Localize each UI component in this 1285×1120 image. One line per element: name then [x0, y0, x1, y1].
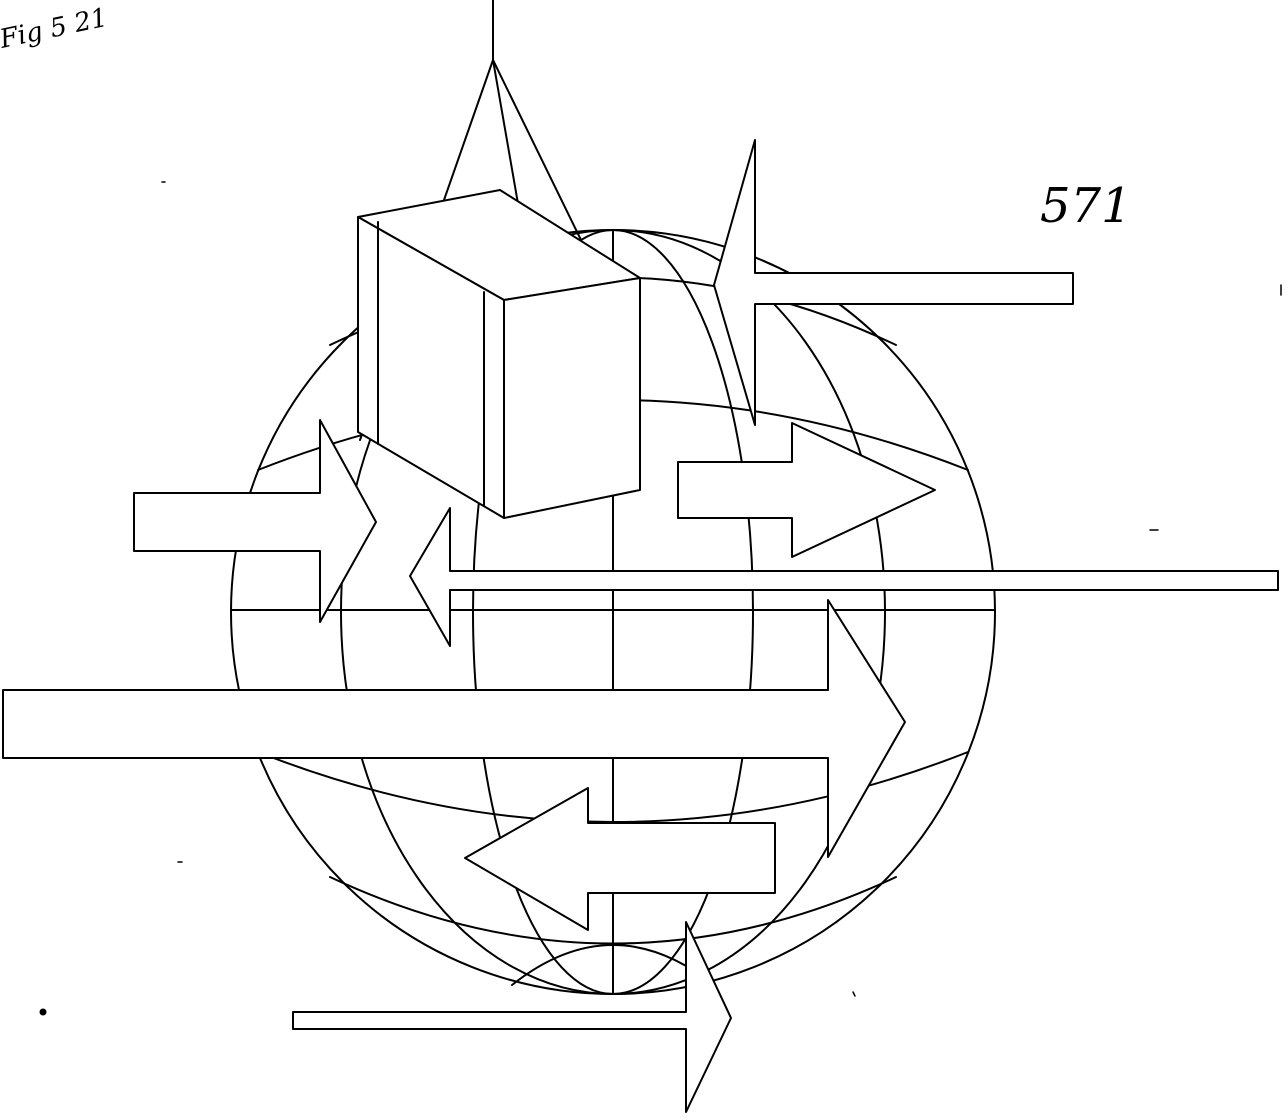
- arrow-left-right: [133, 419, 377, 623]
- arrow-long-thin-left: [409, 507, 1279, 647]
- globe-latitude-south-2: [329, 876, 897, 945]
- arrow-lower-left: [464, 787, 776, 931]
- tick-mark-bottom: [852, 991, 856, 997]
- dot-mark-left: [39, 1008, 47, 1016]
- container-box: [357, 189, 641, 519]
- handwritten-note: Fig 5 21: [0, 3, 110, 55]
- stray-marks: [39, 181, 1282, 1016]
- arrows: [2, 139, 1279, 1113]
- arrow-large-right: [2, 599, 906, 858]
- reference-numeral: 571: [1040, 178, 1132, 234]
- arrow-upper-right-left: [713, 139, 1074, 426]
- arrow-middle-right: [677, 422, 936, 558]
- arrow-bottom-right: [292, 921, 732, 1113]
- box-right-face: [503, 277, 641, 519]
- globe-meridian-outer: [340, 229, 886, 995]
